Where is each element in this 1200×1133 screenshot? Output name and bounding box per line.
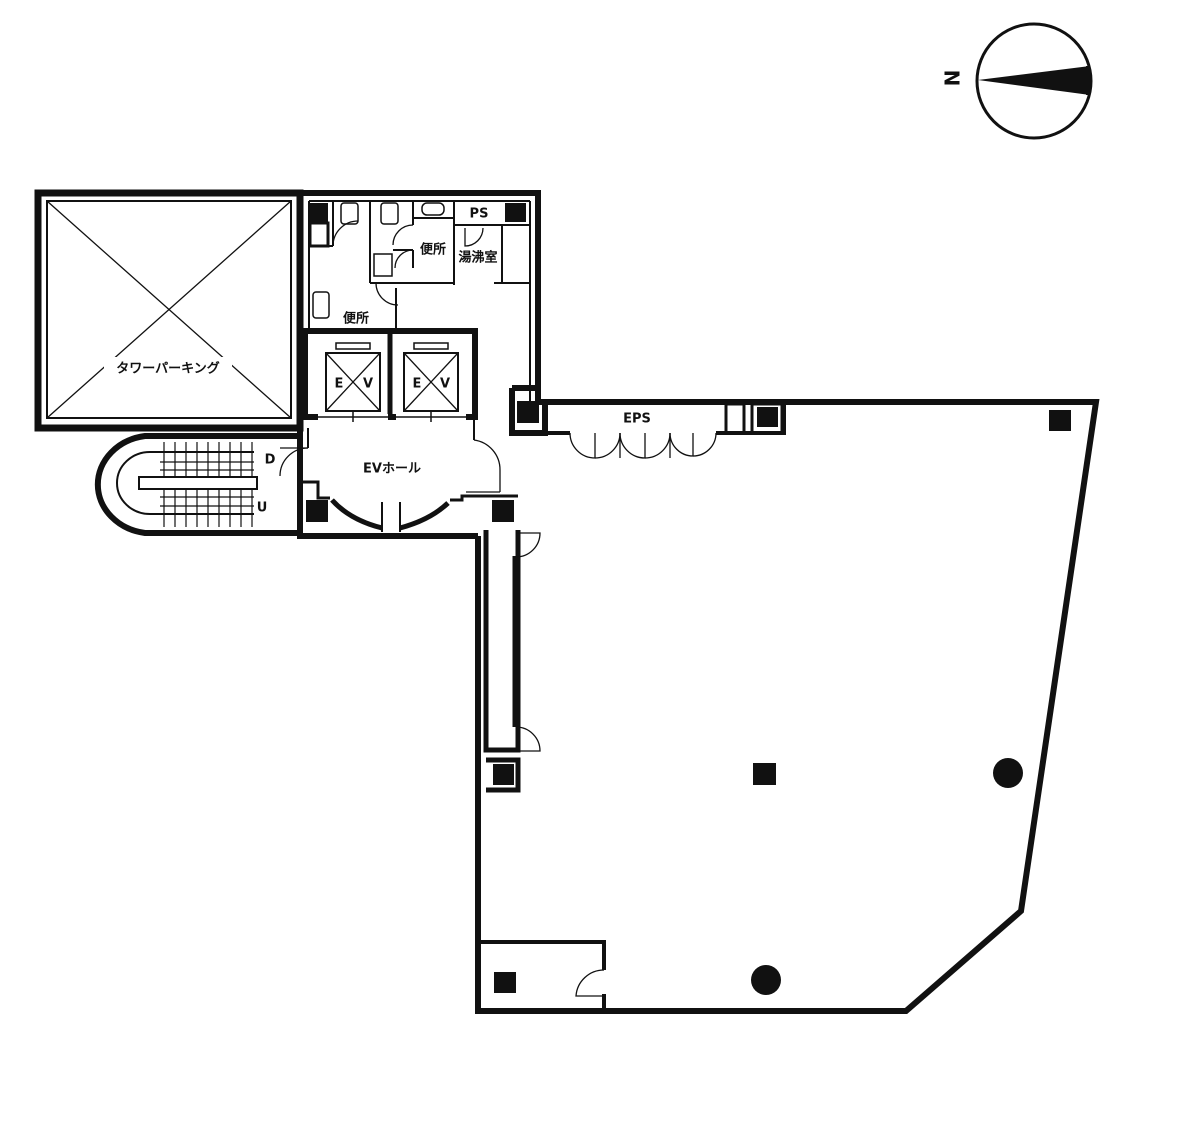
compass-north-label: N	[941, 70, 965, 87]
stair-handrail	[138, 476, 258, 490]
ev-hall: EVホール	[279, 417, 518, 539]
ps-label: PS	[470, 207, 489, 222]
stairs-up-label: U	[257, 501, 268, 516]
kitchenette-label: 湯沸室	[458, 250, 497, 266]
core-walls	[297, 190, 541, 428]
column	[1049, 410, 1071, 431]
round-column	[751, 965, 781, 995]
column-notch	[308, 221, 330, 248]
eps-label: EPS	[623, 412, 651, 427]
ps-column	[505, 203, 526, 222]
tower-parking-label: タワーパーキング	[116, 361, 219, 377]
elevator-bank: E V E V	[302, 328, 478, 422]
compass-needle	[978, 66, 1090, 95]
ev2-e-label: E	[413, 377, 422, 392]
toilet-fixtures	[312, 202, 484, 319]
compass: N	[941, 22, 1093, 140]
sink-fixture	[312, 291, 330, 319]
stairs-down-label: D	[265, 453, 276, 468]
round-column	[993, 758, 1023, 788]
urinal-fixture	[421, 202, 445, 216]
ev1-v-label: V	[363, 377, 373, 392]
column	[308, 203, 328, 223]
stair-treads	[160, 442, 254, 527]
toilet-lower-label: 便所	[343, 311, 369, 327]
toilet-upper-label: 便所	[420, 242, 446, 258]
tower-parking: タワーパーキング	[34, 189, 304, 432]
ev2-v-label: V	[440, 377, 450, 392]
sink-fixture	[373, 253, 393, 277]
elevator-car-1	[325, 352, 381, 412]
office-floor: EPS	[475, 385, 1100, 1014]
column	[753, 763, 776, 785]
ev1-e-label: E	[335, 377, 344, 392]
toilet-fixture	[380, 202, 399, 225]
stairs: D U	[94, 433, 300, 536]
elevator-car-2	[403, 352, 459, 412]
toilet-fixture	[340, 202, 359, 225]
eps-doors	[569, 432, 717, 459]
ev-hall-label: EVホール	[363, 462, 421, 477]
